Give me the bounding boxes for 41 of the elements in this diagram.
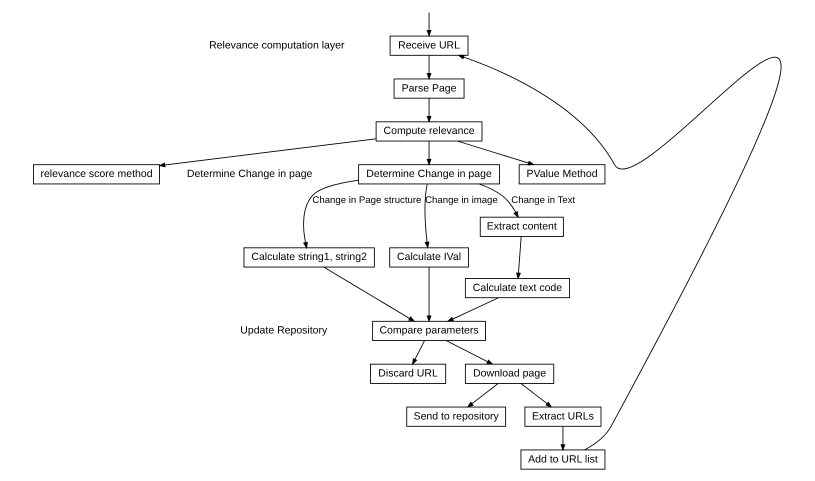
node-box: Calculate string1, string2 <box>244 247 375 268</box>
node-box: Receive URL <box>390 36 468 56</box>
node-box: Determine Change in page <box>358 164 500 184</box>
node-box: relevance score method <box>33 164 160 184</box>
node-box: PValue Method <box>518 164 606 184</box>
arrow <box>516 236 522 280</box>
node-box: Discard URL <box>370 364 446 384</box>
arrow <box>158 138 376 168</box>
arrow <box>426 266 432 323</box>
node-box: Compare parameters <box>372 320 486 342</box>
node-box: Parse Page <box>394 78 464 99</box>
node-box: Download page <box>464 364 554 384</box>
arrow <box>478 184 519 218</box>
arrow <box>457 54 782 450</box>
node-box: Compute relevance <box>376 121 482 142</box>
arrow <box>466 383 498 408</box>
node-box: Calculate text code <box>464 278 570 298</box>
edge-label: Change in image <box>425 195 498 206</box>
label: Relevance computation layer <box>209 39 344 52</box>
node-box: Extract URLs <box>524 406 602 427</box>
arrow <box>303 180 359 250</box>
edge-label: Change in Page structure <box>312 195 422 206</box>
arrow <box>323 266 416 322</box>
label: Update Repository <box>240 324 328 337</box>
arrow <box>446 340 494 365</box>
arrow <box>426 98 432 124</box>
arrow <box>560 426 566 452</box>
node-box: Add to URL list <box>520 450 606 470</box>
arrow <box>412 340 425 366</box>
arrow <box>426 12 432 38</box>
node-box: Extract content <box>480 216 564 237</box>
arrow <box>457 140 535 166</box>
node-box: Send to repository <box>406 406 506 427</box>
arrow <box>424 184 430 249</box>
arrow <box>520 383 552 408</box>
arrow <box>426 55 432 80</box>
arrow <box>426 141 432 166</box>
edge-label: Change in Text <box>511 195 576 206</box>
label: Determine Change in page <box>186 168 312 180</box>
node-box: Calculate IVal <box>389 247 469 268</box>
arrow <box>446 297 499 322</box>
